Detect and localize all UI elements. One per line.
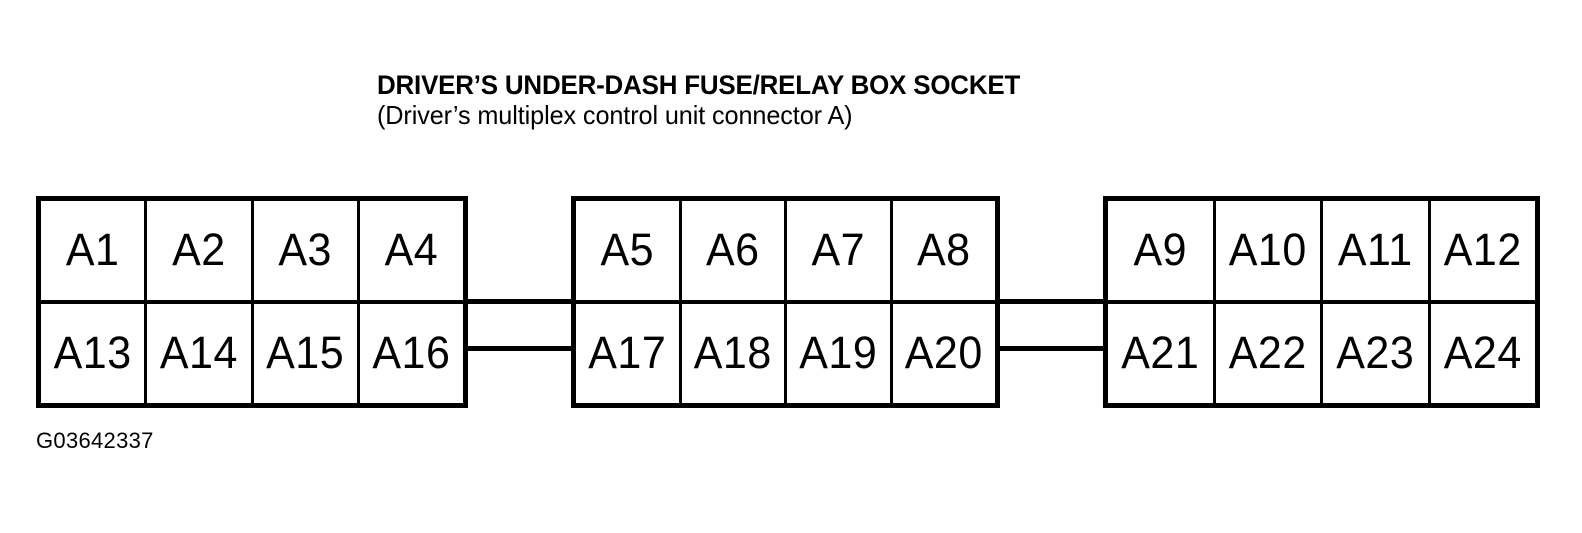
connector-line-middle-right-lower xyxy=(997,346,1106,351)
terminal-label: A11 xyxy=(1337,224,1413,276)
terminal-label: A19 xyxy=(799,327,878,379)
terminal-label: A16 xyxy=(372,327,451,379)
terminal-label: A8 xyxy=(916,224,971,276)
terminal-cell-a22[interactable]: A22 xyxy=(1216,304,1323,403)
terminal-label: A7 xyxy=(811,224,866,276)
terminal-label: A24 xyxy=(1443,327,1522,379)
terminal-cell-a24[interactable]: A24 xyxy=(1431,304,1536,403)
terminal-cell-a4[interactable]: A4 xyxy=(360,201,463,300)
terminal-label: A5 xyxy=(600,224,655,276)
terminal-cell-a7[interactable]: A7 xyxy=(787,201,893,300)
terminal-cell-a3[interactable]: A3 xyxy=(254,201,360,300)
terminal-label: A18 xyxy=(693,327,772,379)
left-block-row-top: A1 A2 A3 A4 xyxy=(41,201,463,304)
terminal-label: A21 xyxy=(1121,327,1200,379)
terminal-cell-a6[interactable]: A6 xyxy=(682,201,787,300)
terminal-label: A22 xyxy=(1228,327,1307,379)
right-block-row-bottom: A21 A22 A23 A24 xyxy=(1108,304,1535,403)
terminal-label: A4 xyxy=(384,224,439,276)
terminal-cell-a11[interactable]: A11 xyxy=(1323,201,1431,300)
page-subtitle: (Driver’s multiplex control unit connect… xyxy=(377,100,853,130)
terminal-label: A12 xyxy=(1443,224,1522,276)
terminal-cell-a16[interactable]: A16 xyxy=(360,304,463,403)
terminal-cell-a13[interactable]: A13 xyxy=(41,304,148,403)
right-block-row-top: A9 A10 A11 A12 xyxy=(1108,201,1535,304)
terminal-cell-a2[interactable]: A2 xyxy=(147,201,254,300)
terminal-label: A14 xyxy=(159,327,238,379)
terminal-label: A2 xyxy=(172,224,226,276)
left-block-row-bottom: A13 A14 A15 A16 xyxy=(41,304,463,403)
terminal-label: A3 xyxy=(278,224,332,276)
terminal-label: A17 xyxy=(588,327,667,379)
terminal-cell-a20[interactable]: A20 xyxy=(893,304,996,403)
connector-line-left-middle-lower xyxy=(465,346,574,351)
middle-block-row-top: A5 A6 A7 A8 xyxy=(576,201,995,304)
terminal-cell-a8[interactable]: A8 xyxy=(893,201,996,300)
middle-block-row-bottom: A17 A18 A19 A20 xyxy=(576,304,995,403)
terminal-label: A23 xyxy=(1336,327,1415,379)
terminal-cell-a9[interactable]: A9 xyxy=(1108,201,1216,300)
terminal-label: A1 xyxy=(65,224,120,276)
terminal-label: A10 xyxy=(1228,224,1307,276)
terminal-cell-a15[interactable]: A15 xyxy=(254,304,360,403)
terminal-cell-a14[interactable]: A14 xyxy=(147,304,254,403)
terminal-cell-a10[interactable]: A10 xyxy=(1216,201,1323,300)
figure-code: G03642337 xyxy=(36,428,154,453)
diagram-title-block: DRIVER’S UNDER-DASH FUSE/RELAY BOX SOCKE… xyxy=(377,70,1277,131)
terminal-cell-a18[interactable]: A18 xyxy=(682,304,787,403)
terminal-cell-a17[interactable]: A17 xyxy=(576,304,682,403)
terminal-cell-a1[interactable]: A1 xyxy=(41,201,148,300)
terminal-label: A15 xyxy=(266,327,345,379)
terminal-cell-a5[interactable]: A5 xyxy=(576,201,682,300)
terminal-cell-a12[interactable]: A12 xyxy=(1431,201,1536,300)
connector-line-middle-right-upper xyxy=(997,299,1106,304)
terminal-cell-a19[interactable]: A19 xyxy=(787,304,893,403)
terminal-cell-a23[interactable]: A23 xyxy=(1323,304,1431,403)
terminal-label: A13 xyxy=(53,327,132,379)
page-title: DRIVER’S UNDER-DASH FUSE/RELAY BOX SOCKE… xyxy=(377,70,1021,100)
terminal-label: A20 xyxy=(904,327,983,379)
terminal-cell-a21[interactable]: A21 xyxy=(1108,304,1216,403)
terminal-label: A9 xyxy=(1133,224,1188,276)
terminal-label: A6 xyxy=(705,224,760,276)
connector-line-left-middle-upper xyxy=(465,299,574,304)
